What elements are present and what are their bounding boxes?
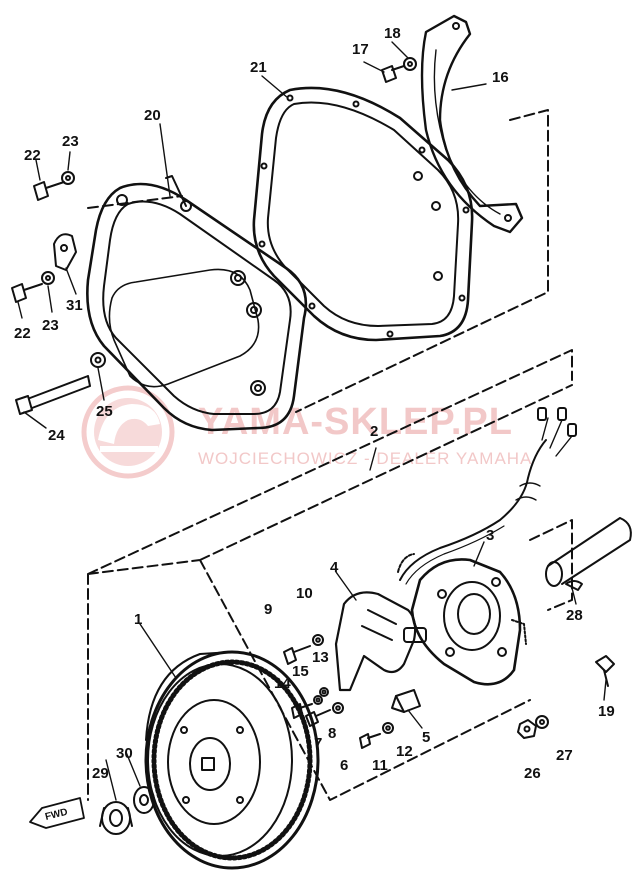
watermark-brand: YAMA-SKLEP.PL bbox=[198, 401, 513, 443]
cover-group-outline bbox=[87, 109, 549, 413]
washer-13 bbox=[319, 687, 329, 697]
screw-7 bbox=[305, 709, 331, 727]
washer-27 bbox=[535, 715, 549, 729]
washer-23-lower bbox=[41, 271, 55, 285]
part-number-29: 29 bbox=[92, 765, 109, 782]
part-number-22-upper: 22 bbox=[24, 147, 41, 164]
part-number-28: 28 bbox=[566, 607, 583, 624]
washer-18 bbox=[403, 57, 417, 71]
cover-gasket bbox=[252, 86, 474, 342]
part-number-17: 17 bbox=[352, 41, 369, 58]
washer-25 bbox=[90, 352, 106, 368]
part-number-16: 16 bbox=[492, 69, 509, 86]
part-number-7: 7 bbox=[314, 735, 322, 752]
part-number-23-lower: 23 bbox=[42, 317, 59, 334]
part-number-13: 13 bbox=[312, 649, 329, 666]
part-number-21: 21 bbox=[250, 59, 267, 76]
bolt-22-lower bbox=[11, 283, 43, 303]
bolt-22-upper bbox=[33, 181, 65, 201]
part-number-19: 19 bbox=[598, 703, 615, 720]
part-number-24: 24 bbox=[48, 427, 65, 444]
screw-14 bbox=[291, 703, 313, 719]
crankshaft-leader bbox=[529, 519, 573, 611]
part-number-9: 9 bbox=[264, 601, 272, 618]
part-number-5: 5 bbox=[422, 729, 430, 746]
part-number-23-upper: 23 bbox=[62, 133, 79, 150]
woodruff-key-28 bbox=[565, 580, 583, 591]
ignition-coil-4 bbox=[334, 591, 427, 692]
screw-11 bbox=[359, 733, 381, 749]
part-number-2: 2 bbox=[370, 423, 378, 440]
part-number-11: 11 bbox=[372, 757, 388, 774]
watermark: YAMA-SKLEP.PL WOJCIECHOWICZ - DEALER YAM… bbox=[81, 385, 532, 479]
part-number-10: 10 bbox=[296, 585, 313, 602]
washer-30 bbox=[133, 786, 155, 814]
part-number-25: 25 bbox=[96, 403, 113, 420]
coil-block-5 bbox=[391, 689, 421, 713]
part-number-6: 6 bbox=[340, 757, 348, 774]
clamp-31 bbox=[53, 233, 77, 271]
part-number-15: 15 bbox=[292, 663, 309, 680]
flywheel bbox=[144, 650, 320, 870]
bolt-17 bbox=[381, 65, 405, 83]
nut-29 bbox=[99, 801, 133, 835]
part-number-8: 8 bbox=[328, 725, 336, 742]
bolt-19 bbox=[595, 655, 615, 687]
part-number-27: 27 bbox=[556, 747, 573, 764]
fwd-label: FWD bbox=[44, 807, 69, 823]
stator-group-outline bbox=[87, 349, 573, 801]
part-number-30: 30 bbox=[116, 745, 133, 762]
washer-12 bbox=[382, 722, 394, 734]
screw-9 bbox=[283, 645, 311, 665]
part-number-4: 4 bbox=[330, 559, 339, 576]
part-number-3: 3 bbox=[486, 527, 494, 544]
leader-lines bbox=[17, 41, 607, 801]
part-number-14: 14 bbox=[274, 675, 291, 692]
part-number-20: 20 bbox=[144, 107, 161, 124]
nut-26 bbox=[517, 719, 537, 739]
fwd-direction-tag bbox=[29, 797, 85, 829]
part-number-26: 26 bbox=[524, 765, 541, 782]
part-number-12: 12 bbox=[396, 743, 413, 760]
long-bolt-24 bbox=[15, 375, 91, 415]
part-number-18: 18 bbox=[384, 25, 401, 42]
part-number-1: 1 bbox=[134, 611, 142, 628]
washer-23-upper bbox=[61, 171, 75, 185]
crankshaft-end bbox=[545, 517, 632, 587]
washer-8 bbox=[332, 702, 344, 714]
flywheel-cover bbox=[86, 175, 308, 432]
watermark-dealer: WOJCIECHOWICZ - DEALER YAMAHA bbox=[198, 449, 532, 468]
stator-bracket bbox=[420, 14, 524, 234]
helmet-logo bbox=[81, 385, 175, 479]
washer-15 bbox=[313, 695, 323, 705]
part-number-labels: 1 2 3 4 5 6 7 8 9 10 11 12 13 14 15 16 1… bbox=[14, 25, 615, 782]
part-number-31: 31 bbox=[66, 297, 83, 314]
wiring-harness bbox=[397, 407, 577, 585]
washer-10 bbox=[312, 634, 324, 646]
part-number-22-lower: 22 bbox=[14, 325, 31, 342]
stator-plate-3 bbox=[410, 558, 527, 686]
